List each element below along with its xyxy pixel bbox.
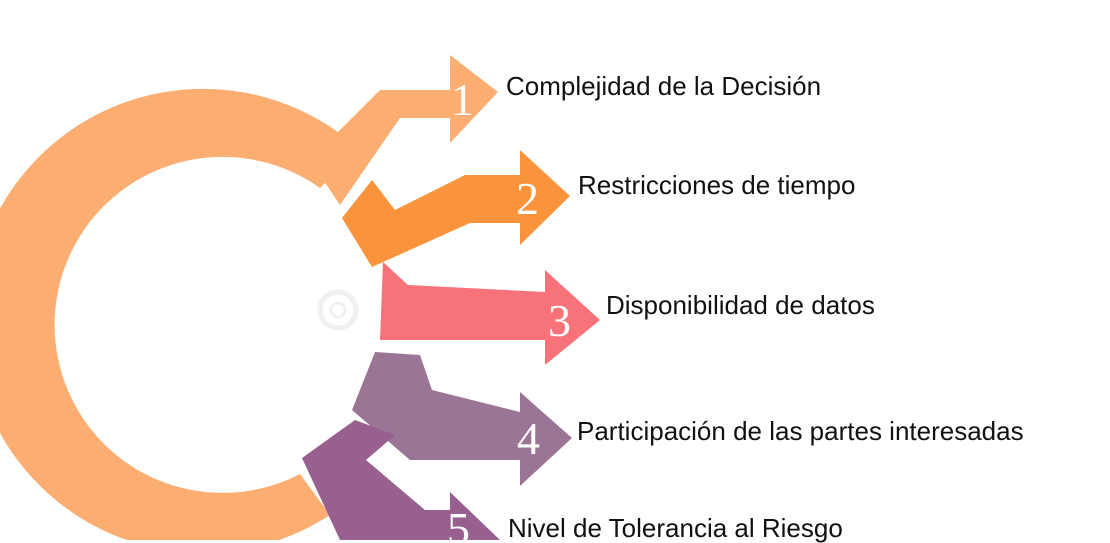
arrow-5 xyxy=(302,420,500,540)
arrow-3 xyxy=(380,262,600,365)
arrow-1 xyxy=(310,55,498,205)
arrow-4 xyxy=(352,352,572,486)
gear-icon xyxy=(317,289,359,331)
item-label-3: Disponibilidad de datos xyxy=(606,290,875,320)
item-label-5: Nivel de Tolerancia al Riesgo xyxy=(508,513,843,543)
number-2: 2 xyxy=(516,173,539,224)
item-label-2: Restricciones de tiempo xyxy=(578,170,856,200)
number-3: 3 xyxy=(548,295,571,346)
number-5: 5 xyxy=(447,503,470,540)
item-label-1: Complejidad de la Decisión xyxy=(506,71,822,101)
number-1: 1 xyxy=(451,74,474,125)
item-label-4: Participación de las partes interesadas xyxy=(577,416,1024,446)
arrow-2 xyxy=(342,150,570,267)
number-4: 4 xyxy=(517,413,540,464)
main-ring xyxy=(0,88,360,540)
